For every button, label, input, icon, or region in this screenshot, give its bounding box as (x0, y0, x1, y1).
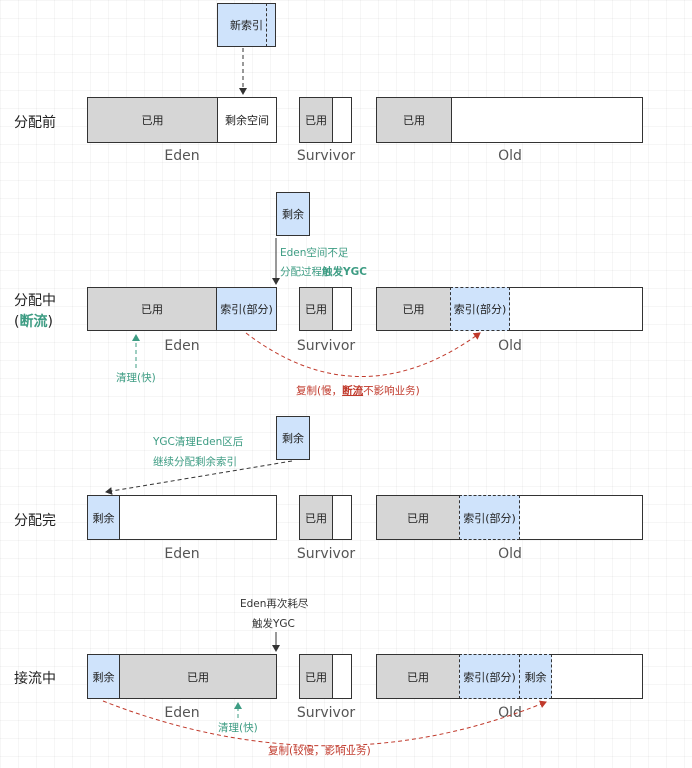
row-label-during: 分配中 (14, 293, 56, 309)
used-label: 已用 (305, 511, 327, 525)
remain-label: 剩余 (282, 432, 304, 445)
index-part-label: 索引(部分) (463, 670, 516, 684)
eden-used-block: 已用 (119, 654, 277, 699)
used-label: 已用 (305, 670, 327, 684)
note-alloc-trigger-prefix: 分配过程 (280, 266, 322, 278)
old-used-block: 已用 (376, 654, 460, 699)
row-label-cutoff: 断流 (19, 314, 48, 330)
caption-eden: Eden (164, 148, 200, 164)
caption-survivor: Survivor (296, 148, 356, 164)
note-clean-fast: 清理(快) (116, 372, 156, 384)
survivor-used-block: 已用 (299, 654, 333, 699)
remain-label: 剩余 (92, 511, 115, 525)
remain-index-block: 剩余 (276, 192, 310, 236)
caption-survivor: Survivor (296, 546, 356, 562)
note-continue-alloc: 继续分配剩余索引 (153, 456, 237, 468)
used-label: 已用 (407, 511, 429, 525)
eden-free-block: 剩余空间 (217, 97, 277, 143)
paren-open: ( (14, 314, 20, 330)
row-label-before: 分配前 (14, 115, 56, 131)
used-label: 已用 (403, 114, 425, 127)
caption-eden: Eden (164, 546, 200, 562)
survivor-used-block: 已用 (299, 495, 333, 540)
note-eden-insufficient: Eden空间不足 (280, 247, 349, 259)
caption-old: Old (498, 546, 522, 562)
remain-index-block: 剩余 (276, 416, 310, 460)
note-copy-slow-suffix: 不影响业务) (363, 385, 420, 397)
eden-used-block: 已用 (87, 287, 217, 331)
note-alloc-trigger-bold: 触发YGC (322, 266, 367, 278)
note-eden-exhausted: Eden再次耗尽 (240, 598, 309, 610)
survivor-used-block: 已用 (299, 97, 333, 143)
note-alloc-trigger: 分配过程触发YGC (280, 264, 367, 279)
used-label: 已用 (402, 303, 425, 316)
old-index-part-block: 索引(部分) (450, 287, 510, 331)
old-index-part-block: 索引(部分) (459, 495, 520, 540)
row-label-during-sub: (断流) (14, 311, 53, 331)
row-label-reflow: 接流中 (14, 671, 56, 687)
index-part-label: 索引(部分) (453, 303, 507, 316)
arrow-copy-slower (102, 700, 547, 747)
row-label-done: 分配完 (14, 513, 56, 529)
used-label: 已用 (141, 114, 164, 127)
note-copy-slow-prefix: 复制(慢， (296, 385, 343, 397)
caption-survivor: Survivor (296, 705, 356, 721)
note-copy-slow: 复制(慢，断流不影响业务) (296, 383, 420, 398)
note-trigger-ygc: 触发YGC (252, 618, 295, 630)
used-label: 已用 (305, 303, 327, 316)
used-label: 已用 (141, 303, 163, 316)
eden-free-label: 剩余空间 (225, 114, 269, 127)
note-clean-fast-2: 清理(快) (218, 722, 258, 734)
remain-label: 剩余 (282, 208, 304, 221)
arrow-continue-alloc (105, 460, 293, 495)
caption-eden: Eden (164, 338, 200, 354)
note-copy-slower: 复制(较慢，影响业务) (268, 745, 371, 757)
old-index-part-block: 索引(部分) (459, 654, 520, 699)
caption-survivor: Survivor (296, 338, 356, 354)
eden-used-block: 已用 (87, 97, 218, 143)
caption-old: Old (498, 338, 522, 354)
old-used-block: 已用 (376, 495, 460, 540)
survivor-used-block: 已用 (299, 287, 333, 331)
index-part-label: 索引(部分) (220, 303, 273, 316)
index-part-label: 索引(部分) (463, 511, 516, 525)
used-label: 已用 (305, 114, 327, 127)
eden-index-part-block: 索引(部分) (216, 287, 277, 331)
old-remain-block: 剩余 (519, 654, 552, 699)
new-index-split-line (266, 3, 267, 47)
new-index-label: 新索引 (230, 19, 263, 32)
used-label: 已用 (187, 670, 209, 684)
note-ygc-clean: YGC清理Eden区后 (153, 436, 244, 448)
eden-remain-block: 剩余 (87, 495, 120, 540)
paren-close: ) (47, 314, 53, 330)
arrow-copy-slow (245, 332, 481, 377)
used-label: 已用 (407, 670, 429, 684)
remain-label: 剩余 (524, 670, 547, 684)
caption-eden: Eden (164, 705, 200, 721)
remain-label: 剩余 (92, 670, 115, 684)
old-used-block: 已用 (376, 97, 452, 143)
caption-old: Old (498, 148, 522, 164)
note-copy-slow-bold: 断流 (342, 385, 364, 397)
